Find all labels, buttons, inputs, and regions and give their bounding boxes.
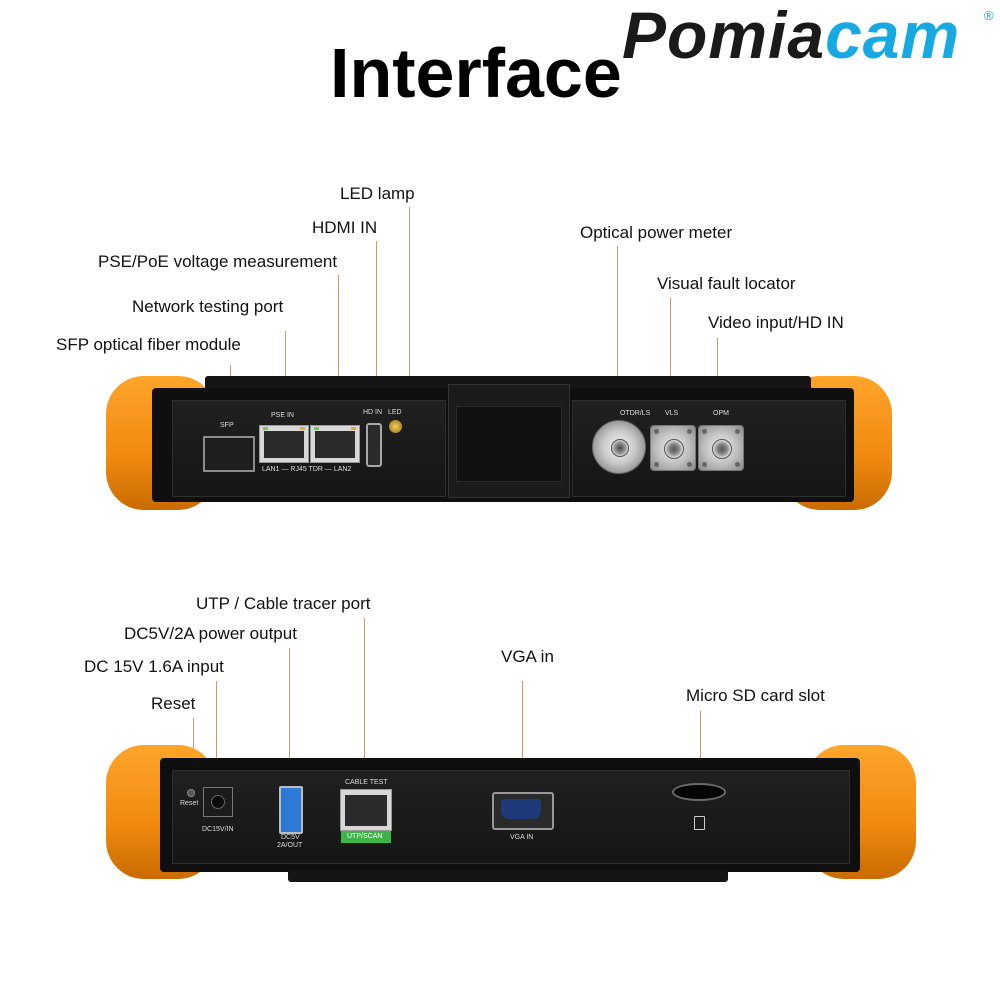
rj45-lan1-port[interactable]	[259, 425, 309, 463]
dc-jack-hole-icon	[211, 795, 225, 809]
device-top-edge	[205, 376, 811, 390]
brand-logo-part2: cam	[825, 0, 961, 72]
label-network-port: Network testing port	[132, 297, 284, 316]
label-microsd: Micro SD card slot	[686, 686, 825, 705]
leader-line	[193, 718, 194, 776]
bolt-icon	[654, 429, 659, 434]
vga-socket-icon	[501, 799, 541, 819]
dc5v-text-line2: 2A/OUT	[277, 842, 303, 849]
vga-port[interactable]	[492, 792, 554, 830]
page-title: Interface	[330, 34, 622, 112]
hdmi-port[interactable]	[366, 423, 382, 467]
leader-line	[338, 275, 339, 397]
bolt-icon	[687, 429, 692, 434]
connector-core-icon	[712, 439, 732, 459]
leader-line	[617, 246, 618, 397]
usb-port[interactable]	[279, 786, 303, 834]
pse-in-text: PSE IN	[271, 412, 294, 419]
vga-in-text: VGA IN	[510, 834, 534, 841]
microsd-slot[interactable]	[672, 783, 726, 801]
leader-line	[409, 207, 410, 397]
leader-line	[700, 711, 701, 779]
bolt-icon	[687, 462, 692, 467]
rj45-lan2-port[interactable]	[310, 425, 360, 463]
device-bottom-edge	[288, 870, 728, 882]
otdr-connector[interactable]	[592, 420, 646, 474]
opm-connector[interactable]	[698, 425, 744, 471]
brand-logo-part1: Pomia	[622, 0, 826, 72]
label-reset: Reset	[151, 694, 196, 713]
vls-text: VLS	[665, 410, 679, 417]
connector-core-icon	[611, 439, 629, 457]
label-vfl: Visual fault locator	[657, 274, 796, 293]
opm-text: OPM	[713, 410, 729, 417]
leader-line	[376, 241, 377, 397]
label-sfp: SFP optical fiber module	[56, 335, 241, 354]
leader-line	[289, 648, 290, 776]
dc5v-text-line1: DC5V	[281, 834, 300, 841]
label-led-lamp: LED lamp	[340, 184, 415, 203]
leader-line	[364, 618, 365, 778]
bolt-icon	[702, 462, 707, 467]
bolt-icon	[735, 429, 740, 434]
brand-logo: Pomiacam	[622, 2, 960, 68]
bolt-icon	[735, 462, 740, 467]
bolt-icon	[654, 462, 659, 467]
port-led-icon	[351, 427, 356, 430]
leader-line	[670, 298, 671, 397]
port-led-icon	[300, 427, 305, 430]
center-window	[456, 406, 562, 482]
label-utp: UTP / Cable tracer port	[196, 594, 371, 613]
sfp-slot[interactable]	[203, 436, 255, 472]
utp-scan-text: UTP/SCAN	[347, 833, 383, 840]
registered-mark-icon: ®	[984, 8, 994, 23]
reset-text: Reset	[180, 800, 199, 807]
utp-scan-badge	[341, 831, 391, 843]
leader-line	[522, 681, 523, 777]
utp-port[interactable]	[340, 789, 392, 831]
led-text: LED	[388, 409, 402, 416]
connector-core-icon	[664, 439, 684, 459]
port-led-icon	[263, 427, 268, 430]
leader-line	[717, 338, 718, 397]
vls-connector[interactable]	[650, 425, 696, 471]
hd-in-text: HD IN	[363, 409, 383, 416]
led-lamp-icon	[389, 420, 402, 433]
label-hdmi-in: HDMI IN	[312, 218, 378, 237]
label-pse-poe: PSE/PoE voltage measurement	[98, 252, 338, 271]
port-led-icon	[314, 427, 319, 430]
label-video-input: Video input/HD IN	[708, 313, 844, 332]
dc15v-jack[interactable]	[203, 787, 233, 817]
dc15v-text: DC15V/IN	[202, 826, 234, 833]
leader-line	[285, 331, 286, 397]
label-optical-power: Optical power meter	[580, 223, 733, 242]
otdr-text: OTDR/LS	[620, 410, 651, 417]
label-dc5v: DC5V/2A power output	[124, 624, 297, 643]
label-dc15v: DC 15V 1.6A input	[84, 657, 224, 676]
lan-caption: LAN1 — RJ45 TDR — LAN2	[262, 466, 352, 473]
bolt-icon	[702, 429, 707, 434]
reset-hole[interactable]	[187, 789, 195, 797]
leader-line	[216, 681, 217, 777]
sfp-text: SFP	[220, 422, 234, 429]
label-vga: VGA in	[501, 647, 554, 666]
cable-test-text: CABLE TEST	[345, 779, 388, 786]
sd-card-icon	[694, 816, 705, 830]
